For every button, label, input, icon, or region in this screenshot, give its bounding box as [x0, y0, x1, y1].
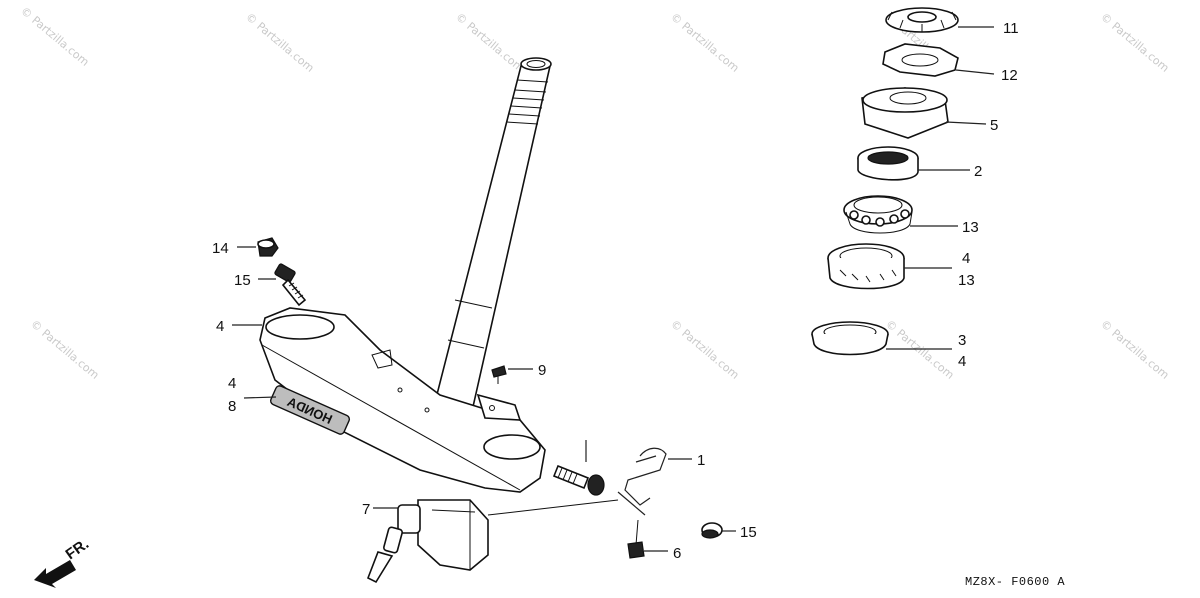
callout-4: 4 [958, 353, 966, 370]
steering-stem-shaft [432, 57, 552, 421]
callout-4: 4 [216, 318, 224, 335]
cap-nut-13-upper [257, 237, 279, 257]
watermark: © Partzilla.com [18, 4, 91, 69]
honda-emblem: HONDA [269, 385, 351, 435]
callout-15: 15 [234, 272, 251, 289]
callout-1: 1 [697, 452, 705, 469]
lock-washer-10 [882, 43, 959, 77]
callout-13: 15 [740, 524, 757, 541]
steering-stem-bracket [259, 307, 546, 493]
callout-14: 6 [673, 545, 681, 562]
watermark: © Partzilla.com [668, 317, 741, 382]
adjusting-nut-5 [861, 87, 949, 139]
watermark: © Partzilla.com [453, 10, 526, 75]
front-direction-arrow-icon [34, 560, 76, 588]
wire-clamp-1 [617, 447, 667, 516]
callout-3: 3 [958, 332, 966, 349]
bearing-11 [843, 195, 913, 234]
callout-6: 7 [362, 501, 370, 518]
watermark: © Partzilla.com [1098, 10, 1171, 75]
callout-12: 13 [958, 272, 975, 289]
callout-4: 4 [962, 250, 970, 267]
bolt-15-lower [552, 464, 605, 496]
watermark: © Partzilla.com [28, 317, 101, 382]
callout-8: 9 [538, 362, 546, 379]
callout-13: 14 [212, 240, 229, 257]
front-direction-marker: FR. [34, 535, 92, 588]
callout-labels: 11 12 5 2 13 4 13 3 4 14 15 4 4 8 9 1 7 … [212, 20, 1019, 562]
callout-5: 5 [990, 117, 998, 134]
diagram-code: MZ8X- F0600 A [965, 575, 1065, 589]
watermark: © Partzilla.com [668, 10, 741, 75]
bottom-race-3 [811, 321, 889, 356]
callout-4: 4 [228, 375, 236, 392]
callout-10: 12 [1001, 67, 1018, 84]
dust-seal-2 [857, 146, 919, 181]
bearing-race-12 [827, 243, 905, 290]
callout-2: 2 [974, 163, 982, 180]
cap-13-lower [701, 522, 723, 539]
callout-7: 8 [228, 398, 236, 415]
watermark: © Partzilla.com [243, 10, 316, 75]
callout-11: 13 [962, 219, 979, 236]
steering-lock-6 [366, 499, 619, 584]
lock-nut-9 [885, 7, 959, 33]
watermark: © Partzilla.com [883, 317, 956, 382]
bearing-balls [849, 209, 910, 227]
bolt-14 [627, 519, 645, 559]
watermark: © Partzilla.com [1098, 317, 1171, 382]
leader-lines [232, 26, 995, 552]
screw-8 [491, 365, 507, 384]
front-direction-label: FR. [63, 535, 93, 563]
callout-9: 11 [1003, 20, 1019, 37]
watermark-layer: © Partzilla.com © Partzilla.com © Partzi… [18, 4, 1171, 382]
bolt-15-upper [274, 263, 307, 307]
